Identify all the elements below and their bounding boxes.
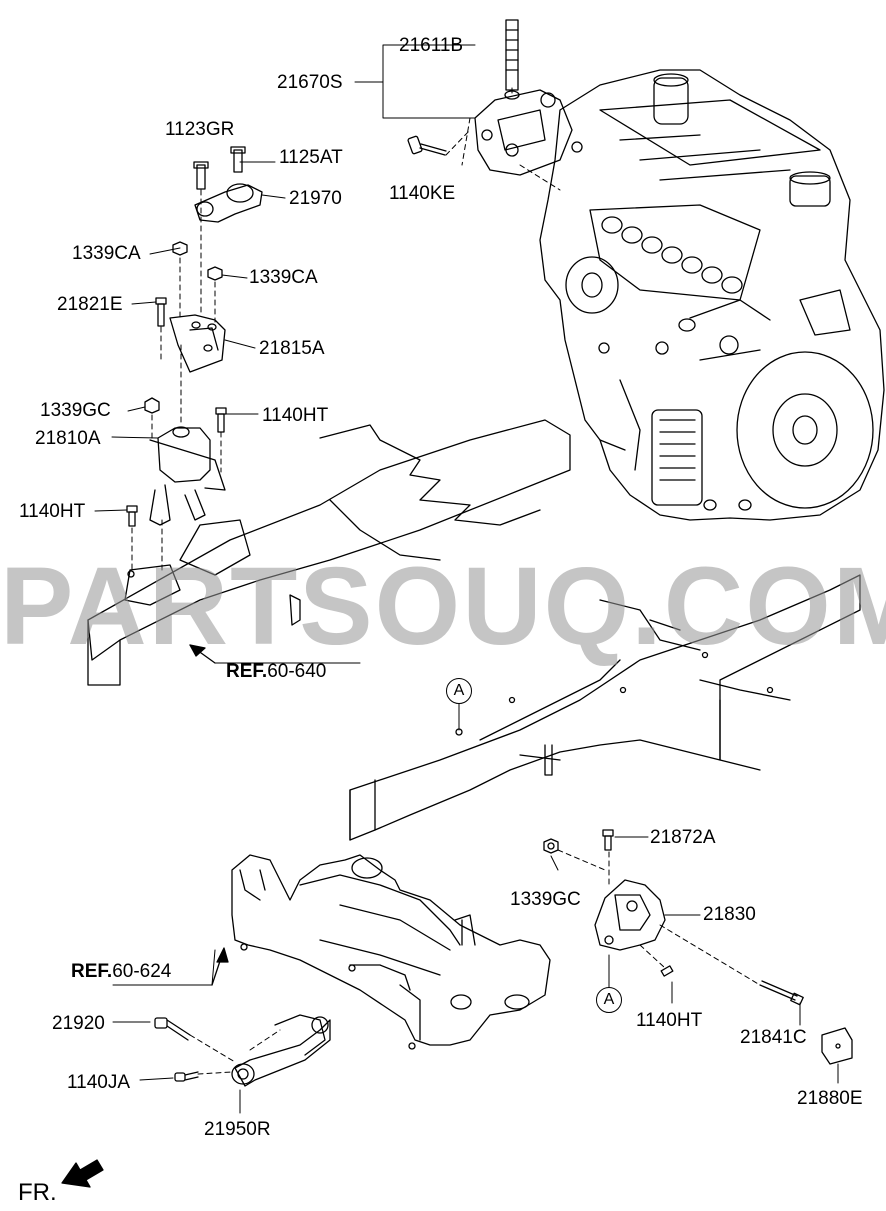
ref-60-640[interactable]: REF.60-640 — [226, 662, 326, 681]
ref-prefix: REF. — [226, 661, 268, 682]
callout-21841c[interactable]: 21841C — [740, 1027, 807, 1048]
side-member-upper — [87, 419, 571, 686]
bolt-1140ke — [407, 135, 447, 156]
ref-60-624[interactable]: REF.60-624 — [71, 962, 171, 981]
callout-21970[interactable]: 21970 — [289, 188, 342, 209]
callout-1339ca-right[interactable]: 1339CA — [249, 267, 318, 288]
ref-prefix: REF. — [71, 961, 113, 982]
callout-1125at[interactable]: 1125AT — [279, 147, 343, 168]
callout-21872a[interactable]: 21872A — [650, 827, 716, 848]
ref-arrows — [189, 644, 229, 986]
callout-1339gc-lower[interactable]: 1339GC — [510, 889, 581, 910]
dashed-alignment-lines — [131, 87, 761, 1075]
callout-21920[interactable]: 21920 — [52, 1013, 105, 1034]
callout-21670s[interactable]: 21670S — [277, 72, 343, 93]
callout-21880e[interactable]: 21880E — [797, 1088, 863, 1109]
ref-number: 60-624 — [112, 961, 172, 982]
subframe-crossmember — [231, 854, 551, 1050]
transaxle-mount-21830 — [543, 829, 804, 1006]
front-direction-label: FR. — [18, 1179, 57, 1206]
roll-rod-21950r — [154, 1014, 331, 1087]
engine-mount-21810a — [126, 397, 227, 527]
callout-1123gr[interactable]: 1123GR — [165, 119, 235, 140]
callout-1140ja[interactable]: 1140JA — [67, 1072, 131, 1093]
callout-1339ca-left[interactable]: 1339CA — [72, 243, 141, 264]
marker-a-upper[interactable]: A — [446, 678, 472, 704]
engine-assembly — [539, 69, 885, 521]
callout-21950r[interactable]: 21950R — [204, 1119, 271, 1140]
callout-21830[interactable]: 21830 — [703, 904, 756, 925]
bracket-21815a — [155, 241, 226, 373]
front-direction-arrow-icon — [61, 1159, 104, 1188]
callout-1140ke[interactable]: 1140KE — [389, 183, 456, 204]
callout-21815a[interactable]: 21815A — [259, 338, 325, 359]
side-member-lower — [349, 574, 861, 841]
callout-21611b[interactable]: 21611B — [399, 35, 464, 56]
engine-bracket-21670s — [474, 19, 583, 176]
callout-1140ht-upper[interactable]: 1140HT — [262, 405, 329, 426]
ref-number: 60-640 — [267, 661, 327, 682]
callout-21821e[interactable]: 21821E — [57, 294, 123, 315]
mount-insulator-21970 — [193, 146, 263, 223]
callout-21810a[interactable]: 21810A — [35, 428, 101, 449]
callout-1140ht-left[interactable]: 1140HT — [19, 501, 86, 522]
callout-1140ht-lower[interactable]: 1140HT — [636, 1010, 703, 1031]
plate-21880e — [821, 1027, 853, 1065]
callout-1339gc-upper[interactable]: 1339GC — [40, 400, 111, 421]
marker-a-lower[interactable]: A — [596, 987, 622, 1013]
leader-lines — [94, 44, 839, 1114]
